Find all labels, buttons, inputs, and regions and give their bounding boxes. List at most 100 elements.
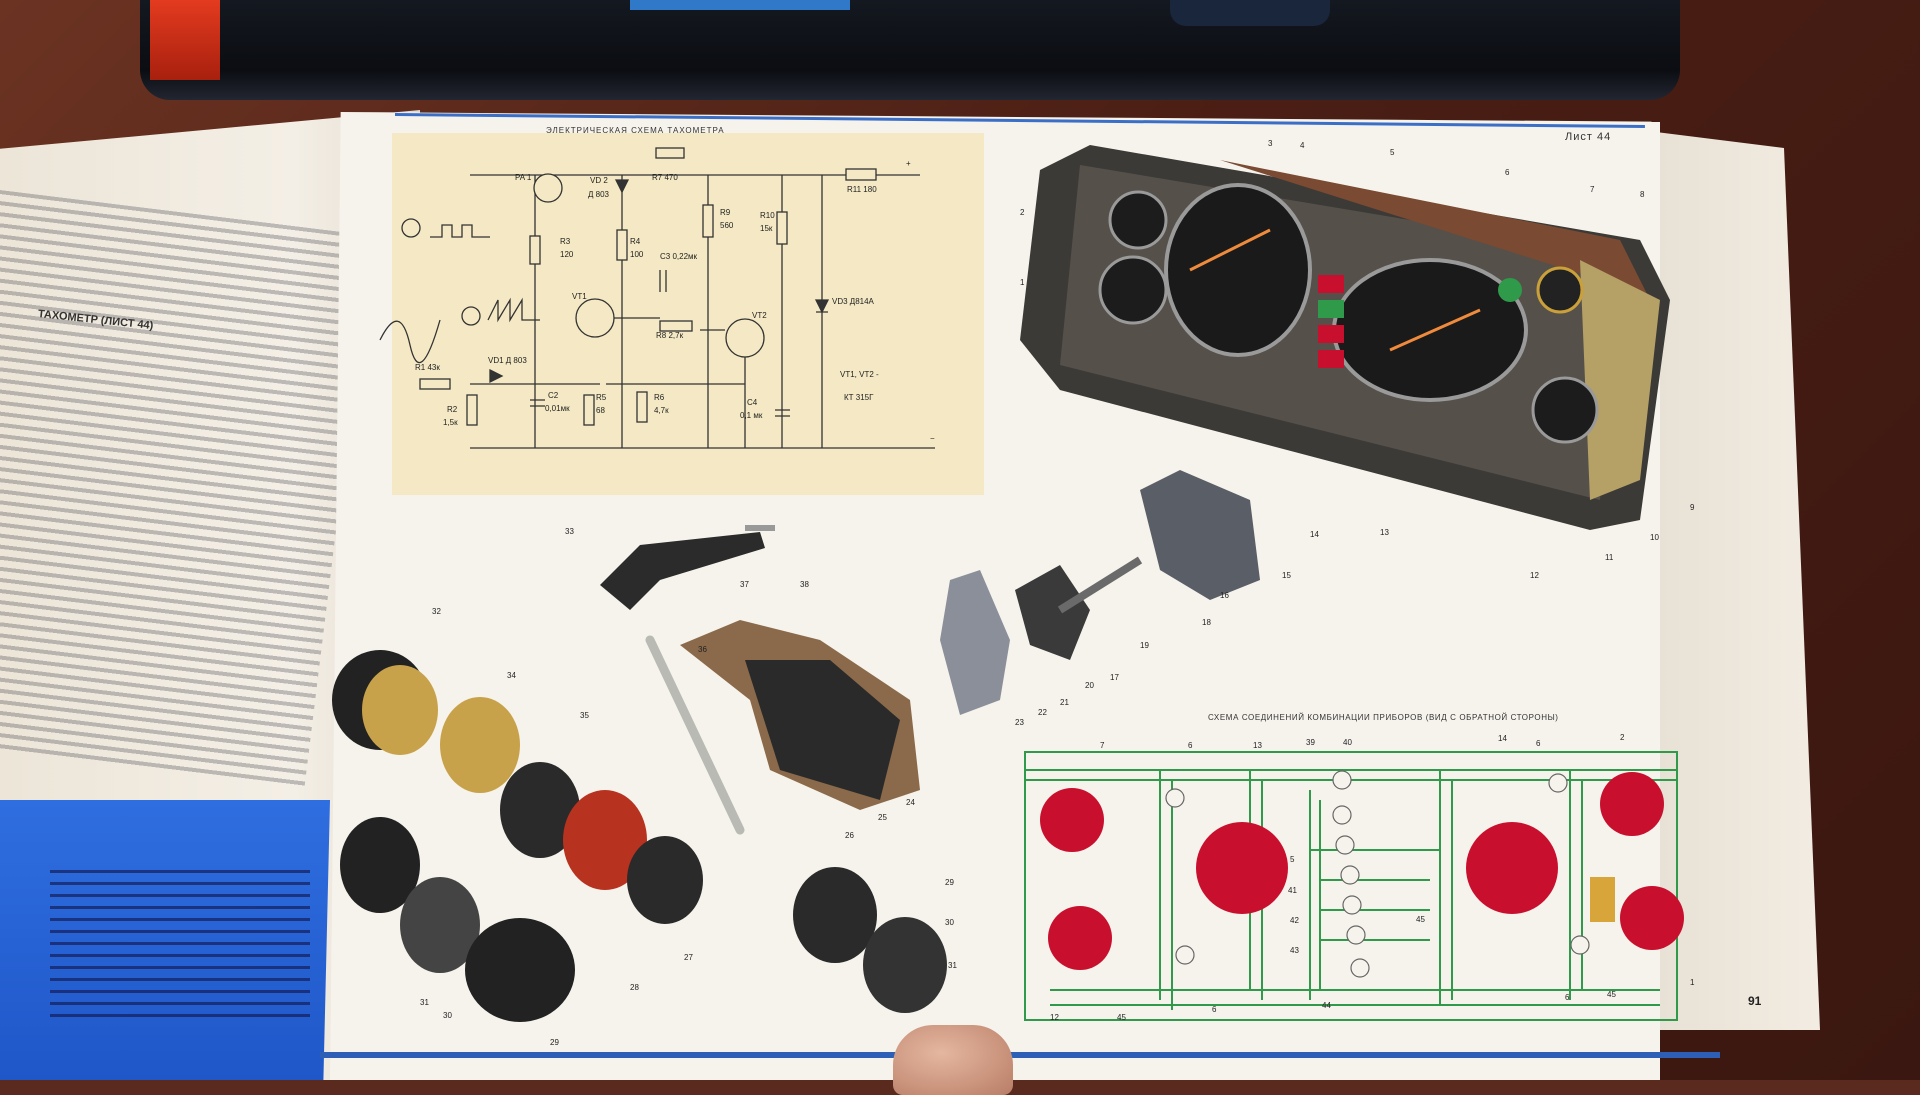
svg-text:100: 100 [630, 250, 644, 259]
svg-text:R4: R4 [630, 237, 641, 246]
wiring-gauges [1040, 772, 1684, 970]
laptop-logo [1170, 0, 1330, 26]
exploded-parts [332, 470, 1260, 1022]
svg-text:Д 803: Д 803 [588, 190, 610, 199]
svg-text:25: 25 [878, 813, 887, 822]
svg-text:VD1 Д 803: VD1 Д 803 [488, 356, 527, 365]
svg-text:33: 33 [565, 527, 574, 536]
svg-text:29: 29 [550, 1038, 559, 1047]
svg-text:C4: C4 [747, 398, 758, 407]
svg-text:68: 68 [596, 406, 605, 415]
svg-text:14: 14 [1310, 530, 1319, 539]
svg-text:39: 39 [1306, 738, 1315, 747]
svg-text:18: 18 [1202, 618, 1211, 627]
svg-text:13: 13 [1253, 741, 1262, 750]
svg-text:26: 26 [845, 831, 854, 840]
svg-text:43: 43 [1290, 946, 1299, 955]
svg-text:16: 16 [1220, 591, 1229, 600]
finger-holding-book [893, 1025, 1013, 1095]
svg-text:0,1 мк: 0,1 мк [740, 411, 763, 420]
svg-text:КТ 315Г: КТ 315Г [844, 393, 874, 402]
svg-text:30: 30 [443, 1011, 452, 1020]
svg-text:R10: R10 [760, 211, 775, 220]
svg-text:6: 6 [1505, 168, 1510, 177]
svg-text:31: 31 [420, 998, 429, 1007]
svg-text:45: 45 [1416, 915, 1425, 924]
svg-text:37: 37 [740, 580, 749, 589]
svg-text:42: 42 [1290, 916, 1299, 925]
svg-text:38: 38 [800, 580, 809, 589]
laptop-screen-glow [630, 0, 850, 10]
svg-text:35: 35 [580, 711, 589, 720]
svg-text:120: 120 [560, 250, 574, 259]
svg-text:21: 21 [1060, 698, 1069, 707]
page-number: 91 [1748, 994, 1762, 1008]
svg-text:0,01мк: 0,01мк [545, 404, 570, 413]
svg-text:560: 560 [720, 221, 734, 230]
wiring-diagram [1024, 751, 1678, 1021]
tachometer-circuit [379, 147, 935, 449]
svg-text:41: 41 [1288, 886, 1297, 895]
laptop-red-accent [150, 0, 220, 80]
svg-text:40: 40 [1343, 738, 1352, 747]
svg-text:11: 11 [1605, 553, 1614, 562]
svg-text:R9: R9 [720, 208, 731, 217]
svg-text:2: 2 [1620, 733, 1625, 742]
svg-text:9: 9 [1690, 503, 1695, 512]
svg-text:22: 22 [1038, 708, 1047, 717]
svg-text:15к: 15к [760, 224, 773, 233]
svg-text:1: 1 [1690, 978, 1695, 987]
svg-text:R7 470: R7 470 [652, 173, 678, 182]
svg-text:45: 45 [1117, 1013, 1126, 1022]
sheet-label: Лист 44 [1565, 131, 1612, 143]
svg-text:12: 12 [1530, 571, 1539, 580]
svg-text:R1 43к: R1 43к [415, 363, 440, 372]
svg-text:19: 19 [1140, 641, 1149, 650]
svg-text:VD3 Д814А: VD3 Д814А [832, 297, 875, 306]
left-page-legend-text [50, 870, 310, 1020]
svg-text:R5: R5 [596, 393, 607, 402]
exploded-callouts: 33 37 38 32 34 35 36 26 25 24 23 22 21 2… [420, 527, 1291, 1047]
svg-text:VD 2: VD 2 [590, 176, 608, 185]
svg-text:5: 5 [1390, 148, 1395, 157]
bottom-blue-rule [320, 1052, 1720, 1058]
svg-text:2: 2 [1020, 208, 1025, 217]
instrument-cluster [1020, 145, 1670, 530]
svg-text:30: 30 [945, 918, 954, 927]
svg-text:12: 12 [1050, 1013, 1059, 1022]
laptop-base [140, 0, 1680, 100]
svg-text:24: 24 [906, 798, 915, 807]
svg-text:VT2: VT2 [752, 311, 767, 320]
svg-text:6: 6 [1188, 741, 1193, 750]
svg-text:R11 180: R11 180 [847, 185, 877, 194]
svg-text:R6: R6 [654, 393, 665, 402]
circuit-labels: PA 1 VD 2 Д 803 R7 470 R11 180 + R3 120 … [415, 159, 935, 443]
svg-text:4,7к: 4,7к [654, 406, 669, 415]
svg-text:45: 45 [1607, 990, 1616, 999]
wiring-diagram-title: СХЕМА СОЕДИНЕНИЙ КОМБИНАЦИИ ПРИБОРОВ (ВИ… [1208, 713, 1559, 722]
svg-text:5: 5 [1290, 855, 1295, 864]
wiring-lamps [1165, 770, 1590, 978]
svg-text:6: 6 [1536, 739, 1541, 748]
svg-text:7: 7 [1590, 185, 1595, 194]
circuit-title: ЭЛЕКТРИЧЕСКАЯ СХЕМА ТАХОМЕТРА [546, 126, 725, 135]
svg-text:6: 6 [1212, 1005, 1217, 1014]
svg-text:13: 13 [1380, 528, 1389, 537]
svg-text:C3 0,22мк: C3 0,22мк [660, 252, 698, 261]
svg-text:VT1: VT1 [572, 292, 587, 301]
svg-text:34: 34 [507, 671, 516, 680]
svg-text:44: 44 [1322, 1001, 1331, 1010]
svg-text:R3: R3 [560, 237, 571, 246]
svg-text:15: 15 [1282, 571, 1291, 580]
svg-text:27: 27 [684, 953, 693, 962]
svg-text:1,5к: 1,5к [443, 418, 458, 427]
cluster-callouts: 2 1 3 4 5 6 7 8 9 10 11 12 13 14 [1020, 139, 1695, 580]
svg-text:8: 8 [1640, 190, 1645, 199]
svg-text:C2: C2 [548, 391, 559, 400]
svg-text:17: 17 [1110, 673, 1119, 682]
svg-text:+: + [906, 159, 911, 168]
svg-text:−: − [930, 434, 935, 443]
svg-text:14: 14 [1498, 734, 1507, 743]
svg-text:4: 4 [1300, 141, 1305, 150]
